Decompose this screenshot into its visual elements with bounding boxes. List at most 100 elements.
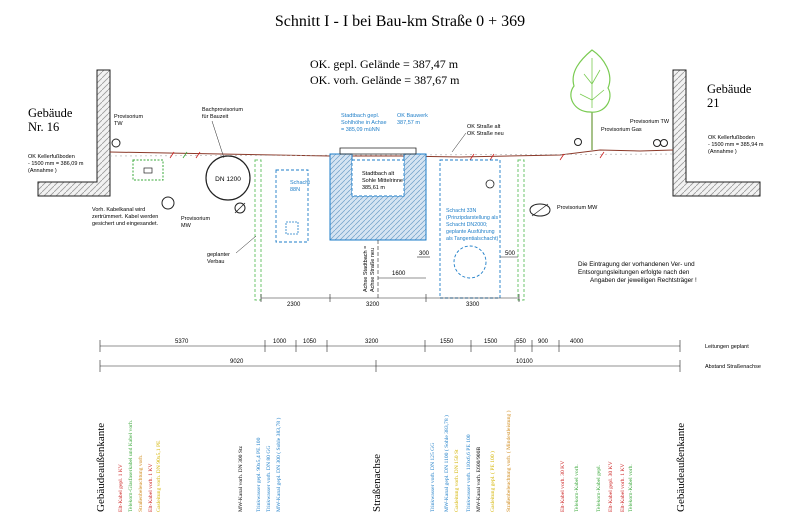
cable-box (132, 159, 164, 181)
tree-icon (570, 49, 611, 150)
left-floor-2: - 1500 mm = 386,09 m (28, 161, 84, 167)
dim-3300: 3300 (466, 302, 480, 308)
achse-label-2: Achse Straße neu (370, 248, 376, 292)
ok-bauwerk-2: 387,57 m (397, 120, 420, 126)
vertical-label-1: Elt-Kabel gepl. 1 KV (118, 464, 124, 512)
note-3: Angaben der jeweiligen Rechtsträger ! (590, 277, 697, 284)
vertical-label-14: Trinkwasser vorh. 110x6,6 PE 100 (466, 434, 472, 512)
bachprov-2: für Bauzeit (202, 114, 229, 120)
left-building-title-2: Nr. 16 (28, 120, 59, 134)
schacht-33n-5: als Tangentialschacht) (446, 236, 499, 242)
row1-5370: 5370 (175, 339, 189, 345)
right-building-wall (672, 69, 761, 197)
stadtbach-gepl-2: Sohlhöhe in Achse (341, 120, 387, 126)
vertical-label-2: Telekom-Glasfaserkabel und Kabel vorh. (127, 419, 134, 512)
dim-3200: 3200 (366, 302, 380, 308)
row1-1050: 1050 (303, 339, 317, 345)
row1-1000: 1000 (273, 339, 287, 345)
prov-tw-right-icon-2 (660, 139, 668, 147)
right-building-title-2: 21 (707, 96, 720, 110)
vertical-label-7: Trinkwasser gepl. 90x5,4 PE 100 (256, 437, 262, 512)
vertical-label-10: Straßenachse (371, 454, 383, 512)
dim-row-2 (99, 360, 681, 372)
vertical-label-19: Telekom-Kabel vorh. (574, 464, 580, 512)
row1-4000: 4000 (570, 339, 584, 345)
schacht-33n-2: (Prinzipdarstellung als (446, 215, 498, 221)
vertical-label-20: Telekom-Kabel gepl. (596, 464, 602, 512)
vertical-label-6: MW-Kanal vorh. DN 300 Stz (238, 445, 244, 512)
left-building-wall (37, 69, 111, 197)
vertical-label-22: Elt-Kabel vorh. 1 KV (620, 464, 626, 512)
vertical-label-23: Telekom-Kabel vorh. (628, 464, 634, 512)
vertical-label-11: Trinkwasser vorh. DN 125 GG (430, 443, 436, 512)
vertical-label-13: Gasleitung vorh. DN 150 St (454, 449, 460, 512)
prov-mw-left-1: Provisorium (181, 216, 210, 222)
prov-tw-left-icon (111, 138, 121, 148)
verbau-right (517, 159, 525, 301)
schacht-33n-3: Schacht DN2000; (446, 222, 488, 228)
dn1200-pipe-icon (205, 155, 251, 201)
achse-label-1: Achse Stadtbach = (363, 246, 369, 292)
note-1: Die Eintragung der vorhandenen Ver- und (578, 261, 695, 268)
stadtbach-gepl-3: = 385,09 müNN (341, 127, 380, 133)
vertical-label-8: Trinkwasser vorh. DN 80 GG (266, 446, 272, 512)
schacht-88n (275, 169, 309, 243)
left-floor-3: (Annahme ) (28, 168, 57, 174)
prov-gas: Provisorium Gas (601, 127, 642, 133)
prov-tw-left-2: TW (114, 121, 123, 127)
vertical-label-16: Gasleitung gepl. ( PE 100 ) (489, 451, 496, 512)
dim-1600: 1600 (392, 271, 406, 277)
ok-strasse-2: OK Straße neu (467, 131, 504, 137)
prov-tw-left-1: Provisorium (114, 114, 143, 120)
prov-tw-right-icon-1 (653, 139, 661, 147)
row1-1500: 1500 (484, 339, 498, 345)
dim-row-1 (99, 340, 681, 352)
row2-9020: 9020 (230, 359, 244, 365)
ok-strasse-1: OK Straße alt (467, 124, 501, 130)
prov-mw-left-icon (161, 196, 175, 210)
vertical-label-4: Elt-Kabel vorh. 1 KV (148, 464, 154, 512)
vertical-label-9: MW-Kanal gepl. DN 300 ( Sohle 383,78 ) (275, 418, 282, 512)
right-building-title-1: Gebäude (707, 82, 752, 96)
kabel-note-3: gesichert und eingesandet. (92, 221, 159, 227)
row1-900: 900 (538, 339, 549, 345)
prov-mw-right-icon (529, 203, 551, 217)
ground-line-hatch (109, 153, 674, 157)
note-2: Entsorgungsleitungen erfolgte nach den (578, 269, 690, 276)
vertical-label-3: Straßenbeleuchtung vorh. (137, 454, 144, 512)
vertical-label-17: Straßenbeleuchtung vorh. ( Mindestleistu… (505, 410, 512, 512)
prov-mw-right: Provisorium MW (557, 205, 598, 211)
vertical-label-24: Gebäudeaußenkante (675, 423, 687, 512)
left-floor-1: OK Kellerfußboden (28, 154, 75, 160)
ok-vorhanden-label: OK. vorh. Gelände = 387,67 m (310, 73, 460, 87)
dn1200-label: DN 1200 (215, 176, 241, 183)
cable-marks (169, 151, 605, 161)
schacht-88n-2: 88N (290, 187, 300, 193)
verbau-left (254, 159, 262, 301)
prov-gas-icon (574, 138, 582, 146)
prov-tw-right: Provisorium TW (630, 119, 670, 125)
vertical-label-0: Gebäudeaußenkante (95, 423, 107, 512)
vertical-label-18: Elt-Kabel vorh. 30 KV (560, 461, 566, 512)
schacht-88n-1: Schacht (290, 180, 310, 186)
drawing-title: Schnitt I - I bei Bau-km Straße 0 + 369 (275, 13, 525, 30)
row2-10100: 10100 (516, 359, 533, 365)
right-floor-3: (Annahme ) (708, 149, 737, 155)
vertical-label-5: Gasleitung vorh. DN 90x5,1 PE (156, 440, 162, 512)
vertical-label-15: MW-Kanal vorh. E600/900B (476, 447, 482, 512)
vertical-label-21: Elt-Kabel gepl. 30 KV (608, 461, 614, 512)
kabel-note-2: zertrümmert. Kabel werden (92, 214, 158, 220)
right-floor-1: OK Kellerfußboden (708, 135, 755, 141)
kabel-note-1: Vorh. Kabelkanal wird (92, 207, 145, 213)
dim-500: 500 (505, 251, 516, 257)
stadtbach-structure (329, 147, 427, 241)
ground-line (109, 149, 674, 158)
stadtbach-gepl-1: Stadtbach gepl. (341, 113, 380, 119)
inner-dimensions (260, 256, 520, 302)
row2-label: Abstand Straßenachse (705, 364, 761, 370)
bachprov-1: Bachprovisorium (202, 107, 243, 113)
left-building-title-1: Gebäude (28, 106, 73, 120)
dim-2300: 2300 (287, 302, 301, 308)
